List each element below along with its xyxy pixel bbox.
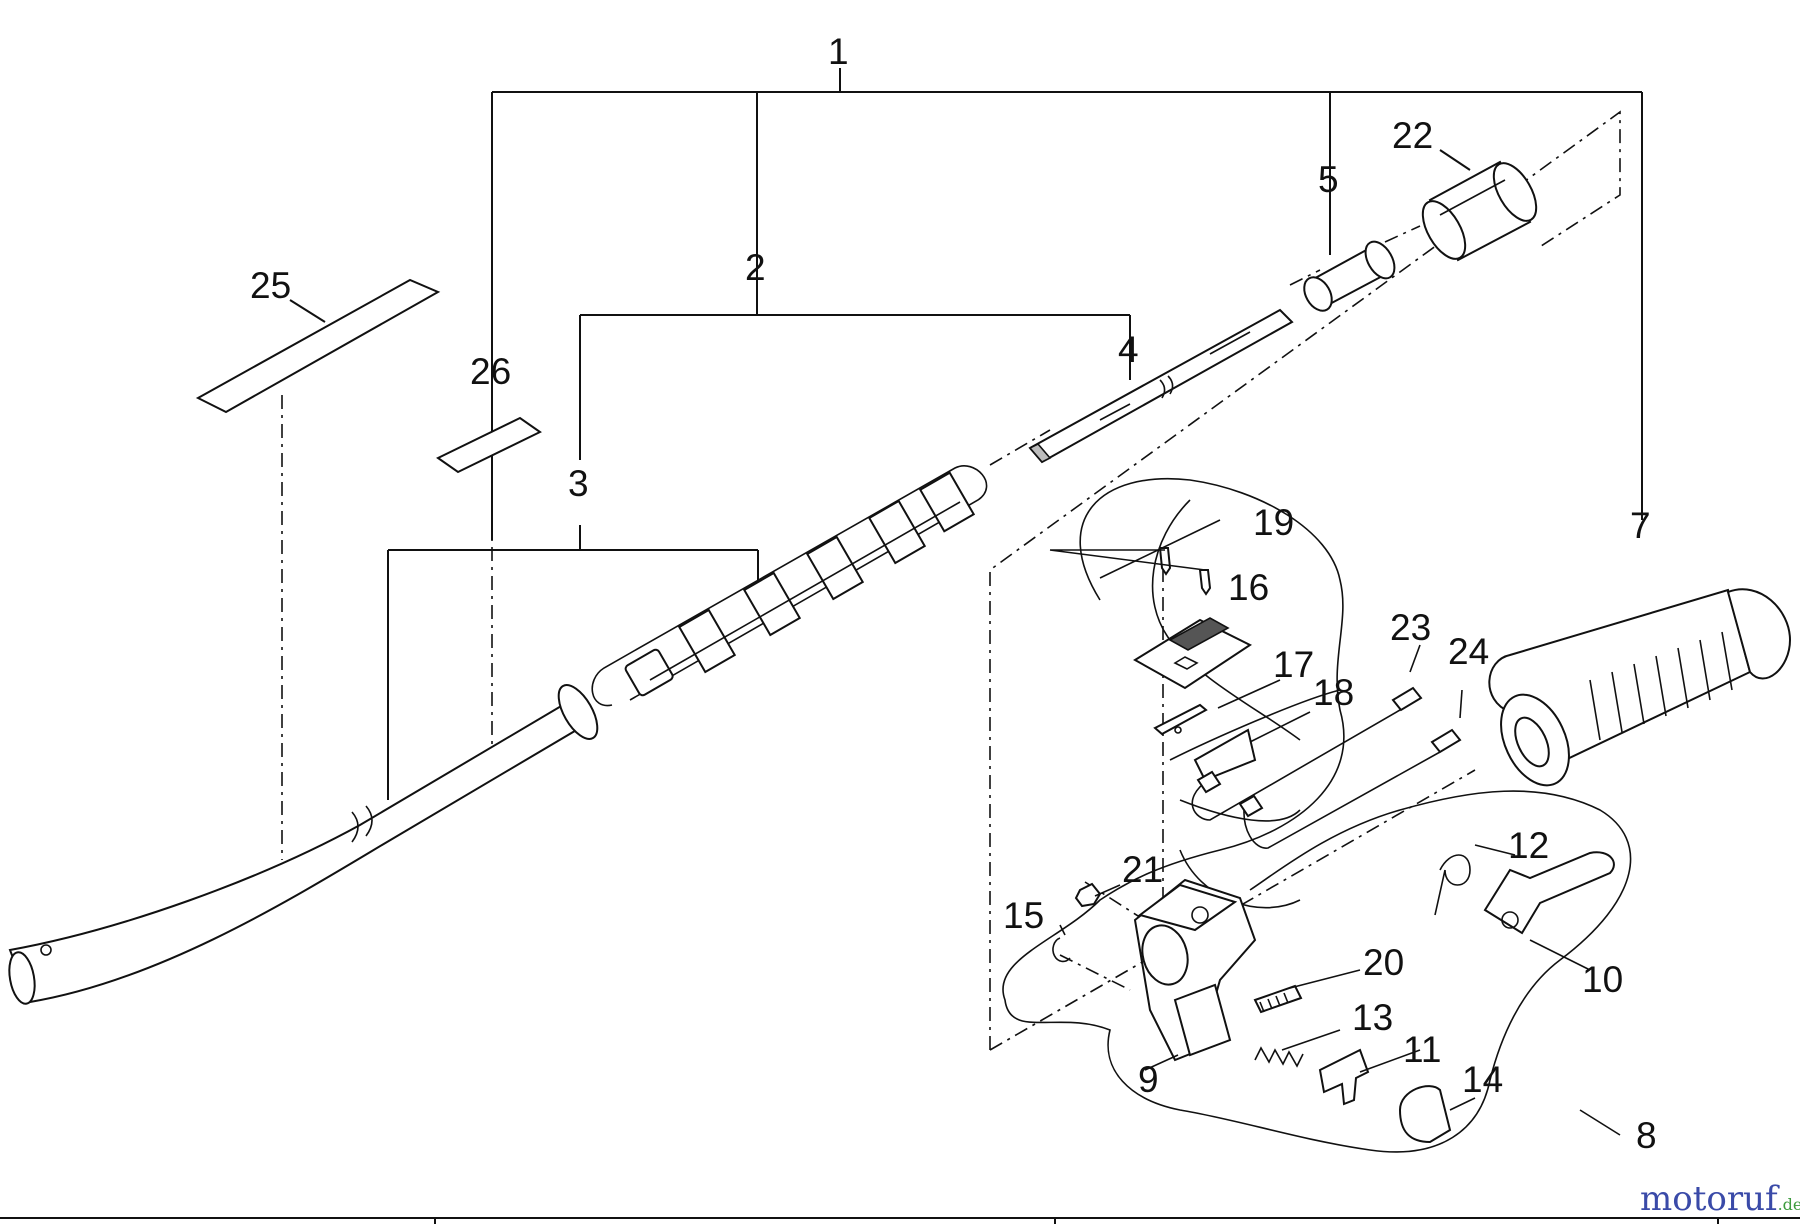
drive-shaft	[1028, 308, 1294, 464]
callout-13: 13	[1352, 997, 1393, 1038]
watermark-logo: motoruf.de	[1640, 1179, 1800, 1219]
callout-25: 25	[250, 265, 291, 306]
centre-lines	[281, 110, 1621, 1051]
callout-8: 8	[1636, 1115, 1657, 1156]
wires	[1191, 686, 1462, 849]
callout-11: 11	[1403, 1029, 1441, 1070]
callout-17: 17	[1273, 644, 1314, 685]
callout-23: 23	[1390, 607, 1431, 648]
callout-21: 21	[1122, 849, 1163, 890]
callout-10: 10	[1582, 959, 1623, 1000]
callout-4: 4	[1118, 329, 1139, 370]
main-shaft-tube	[8, 684, 599, 1005]
callout-26: 26	[470, 351, 511, 392]
bushing-5	[1303, 240, 1396, 312]
switch-assembly	[1133, 547, 1257, 782]
callout-1: 1	[828, 31, 849, 72]
callout-3: 3	[568, 463, 589, 504]
callout-2: 2	[745, 247, 766, 288]
callout-leaders	[1049, 519, 1621, 1136]
callout-19: 19	[1253, 502, 1294, 543]
watermark-suffix: .de	[1778, 1195, 1800, 1214]
callout-9: 9	[1138, 1059, 1159, 1100]
sticker-26-shape	[436, 416, 542, 474]
callout-20: 20	[1363, 942, 1404, 983]
callout-24: 24	[1448, 631, 1489, 672]
bracket-lines	[289, 68, 1643, 800]
bottom-table-border	[0, 1217, 1800, 1224]
callout-7: 7	[1630, 505, 1651, 546]
callout-12: 12	[1508, 825, 1549, 866]
callout-numbers: 1 2 3 4 5 7 8 9 10 11 12 13 14 15 16 17 …	[250, 31, 1657, 1156]
callout-16: 16	[1228, 567, 1269, 608]
handle-grip	[1488, 588, 1792, 787]
sticker-25-shape	[195, 278, 441, 414]
bearing-rings	[624, 471, 976, 697]
callout-22: 22	[1392, 115, 1433, 156]
svg-text:motoruf.de: motoruf.de	[1640, 1179, 1800, 1219]
sleeve-22	[1421, 160, 1538, 262]
handle-group-outlines	[1002, 478, 1632, 1153]
grip-ribs	[1589, 631, 1733, 741]
small-parts	[1052, 851, 1615, 1144]
watermark-brand: motoruf	[1640, 1179, 1780, 1219]
bearing-assembly	[591, 465, 988, 707]
callout-14: 14	[1462, 1059, 1503, 1100]
callout-5: 5	[1318, 159, 1339, 200]
callout-15: 15	[1003, 895, 1044, 936]
handle-housing	[1133, 878, 1257, 1062]
callout-18: 18	[1313, 672, 1354, 713]
